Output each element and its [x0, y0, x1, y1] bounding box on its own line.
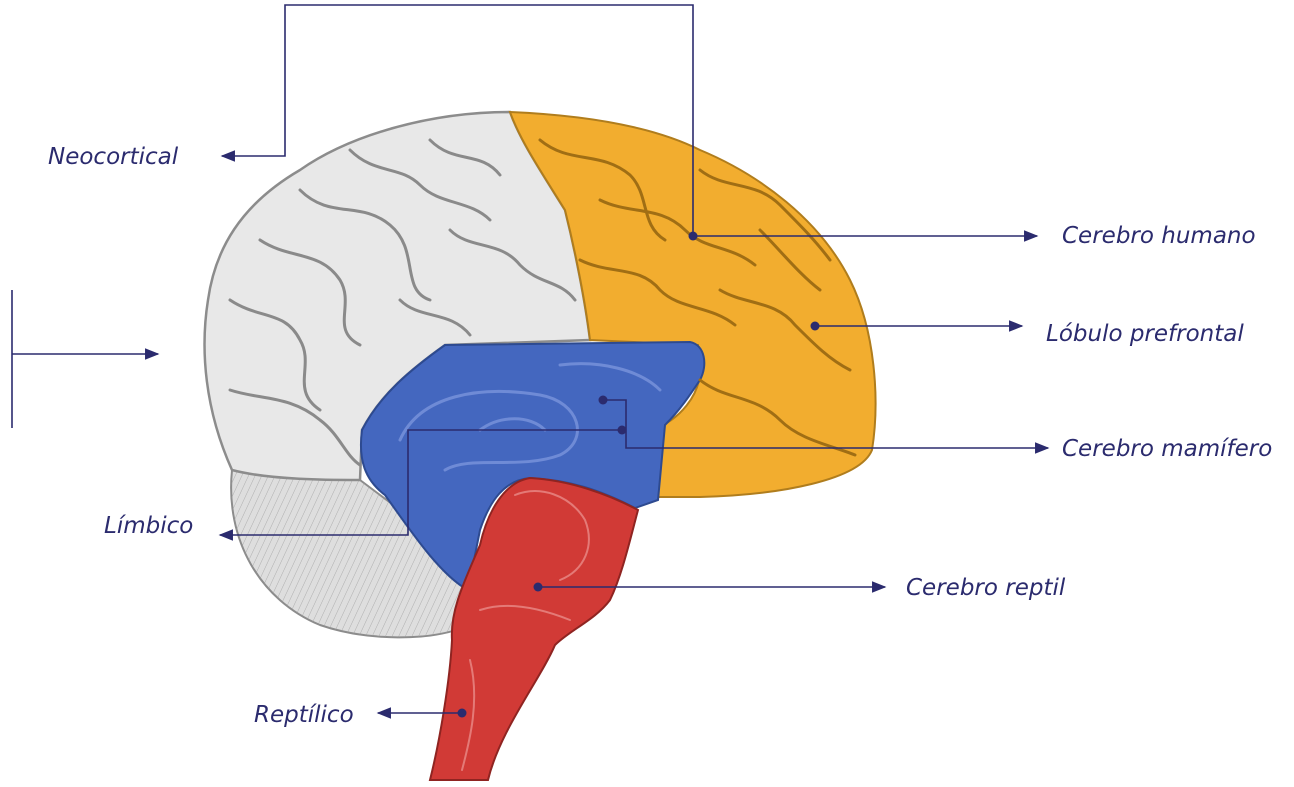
- label-neocortical: Neocortical: [48, 144, 179, 170]
- label-lobulo-prefrontal: Lóbulo prefrontal: [1046, 321, 1244, 347]
- dot-cerebro-humano: [689, 232, 698, 241]
- label-cerebro-reptil: Cerebro reptil: [906, 575, 1066, 601]
- label-reptilico: Reptílico: [254, 702, 354, 728]
- label-cerebro-mamifero: Cerebro mamífero: [1062, 436, 1272, 462]
- dot-reptilico: [458, 709, 467, 718]
- dot-lobulo-prefrontal: [811, 322, 820, 331]
- brain-illustration: [205, 112, 876, 780]
- dot-cerebro-mamifero: [599, 396, 608, 405]
- dot-limbico: [618, 426, 627, 435]
- label-limbico: Límbico: [104, 513, 193, 539]
- label-cerebro-humano: Cerebro humano: [1062, 223, 1256, 249]
- dot-cerebro-reptil: [534, 583, 543, 592]
